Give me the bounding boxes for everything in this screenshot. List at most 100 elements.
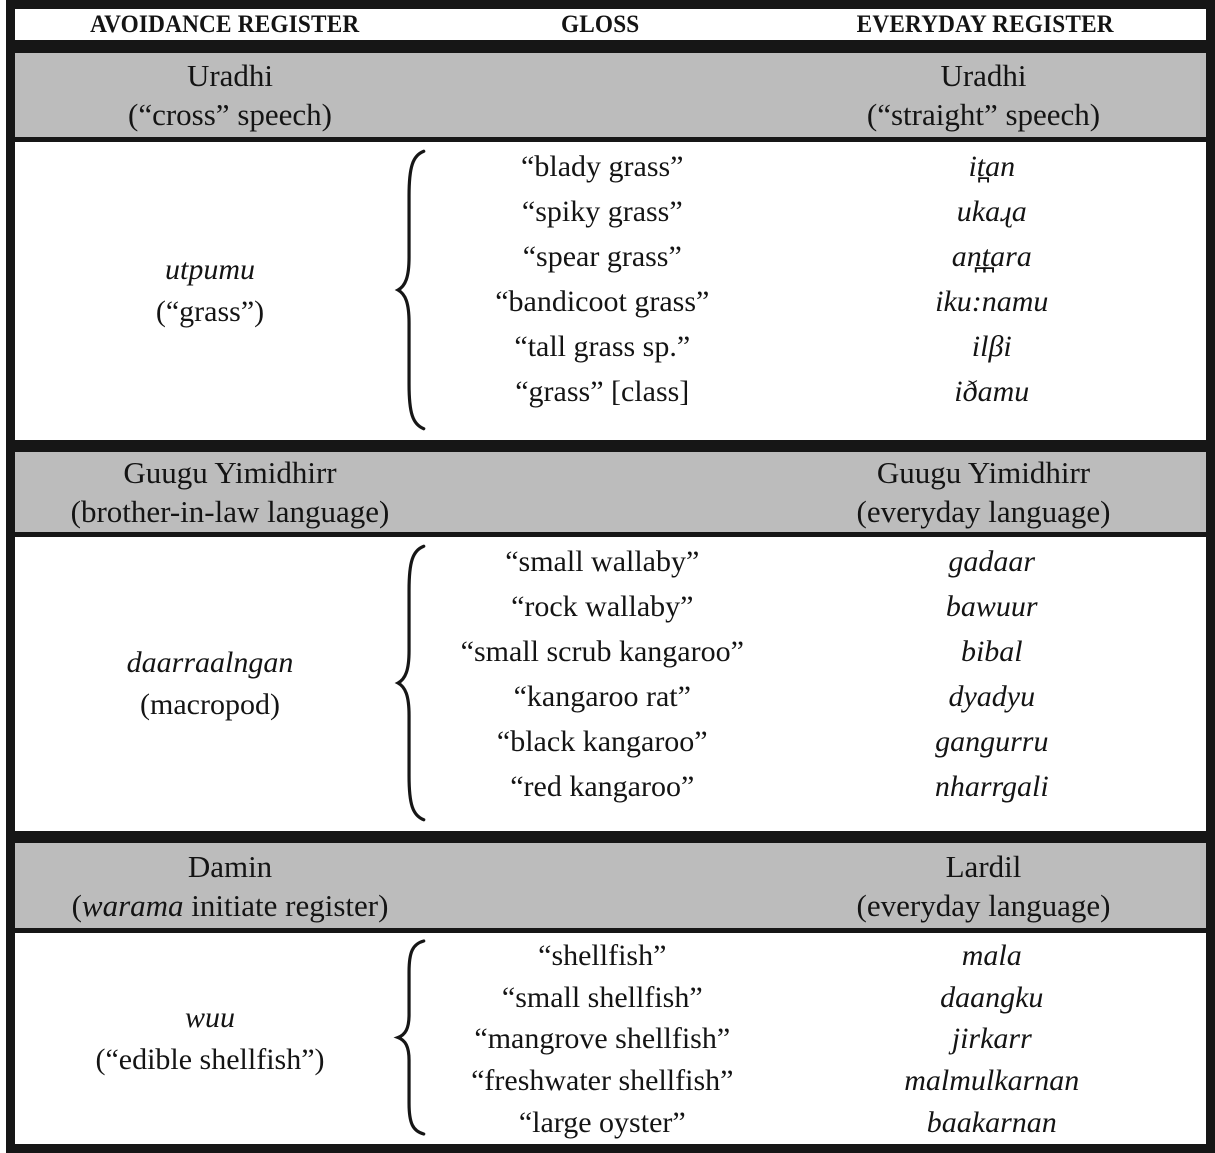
table-row: “small scrub kangaroo”bibal: [427, 629, 1206, 674]
avoidance-term: wuu: [184, 1000, 235, 1034]
gloss-cell: “freshwater shellfish”: [471, 1064, 734, 1098]
avoidance-term-gloss: (“grass”): [155, 295, 265, 328]
col-header-everyday-register: EVERYDAY REGISTER: [765, 11, 1206, 39]
section-body-damin: wuu (“edible shellfish”) “shellfish” mala…: [15, 933, 1206, 1144]
everyday-word-cell: iðamu: [954, 374, 1030, 408]
avoidance-language-subtitle: (brother-in-law language): [15, 492, 445, 531]
table-row: “tall grass sp.” ilβi: [427, 324, 1206, 369]
horizontal-rule: [15, 928, 1206, 933]
gloss-cell: “mangrove shellfish”: [474, 1022, 731, 1056]
avoidance-term-gloss: (“edible shellfish”): [95, 1042, 325, 1076]
section-body-guugu-yimidhirr: daarraalngan (macropod) “small wallaby” g…: [15, 537, 1206, 831]
table-row: “spiky grass” ukaɻa: [427, 189, 1206, 234]
everyday-language-name: Uradhi: [940, 58, 1027, 93]
subtitle-text: (“cross” speech): [128, 97, 332, 132]
col-header-avoidance-register: AVOIDANCE REGISTER: [15, 11, 435, 39]
grouping-brace-icon: [387, 938, 429, 1137]
avoidance-language-name: Uradhi: [186, 58, 274, 93]
col-header-everyday-register-label: EVERYDAY REGISTER: [856, 10, 1115, 38]
avoidance-language-name: Guugu Yimidhirr: [123, 455, 337, 490]
gloss-cell: “small wallaby”: [505, 544, 700, 578]
avoidance-language-subtitle: (“cross” speech): [15, 95, 445, 134]
everyday-word-cell: it̪an: [968, 149, 1016, 183]
gloss-cell: “spiky grass”: [521, 194, 683, 228]
horizontal-rule: [15, 40, 1206, 53]
gloss-cell: “small shellfish”: [501, 980, 703, 1014]
row-group: “blady grass” it̪an “spiky grass” ukaɻa “s…: [427, 142, 1206, 440]
gloss-cell: “kangaroo rat”: [513, 679, 691, 713]
subtitle-italic: warama: [81, 887, 184, 923]
table-row: “grass” [class] iðamu: [427, 369, 1206, 414]
table-row: “blady grass” it̪an: [427, 144, 1206, 189]
grouping-brace-icon: [387, 147, 429, 433]
band-avoidance-language: Uradhi (“cross” speech): [15, 56, 445, 134]
table-row: “spear grass” an̪t̪ara: [427, 234, 1206, 279]
gloss-cell: “blady grass”: [521, 149, 684, 183]
everyday-word-cell: iku:namu: [935, 284, 1049, 318]
everyday-word-cell: baakarnan: [926, 1106, 1057, 1140]
avoidance-term-gloss: (macropod): [140, 688, 280, 721]
table-row: “red kangaroo” nharrgali: [427, 764, 1206, 809]
avoidance-term-block: daarraalngan (macropod): [15, 537, 405, 831]
col-header-gloss-label: GLOSS: [560, 10, 640, 38]
everyday-language-subtitle: (“straight” speech): [866, 97, 1101, 132]
band-everyday-language: Guugu Yimidhirr (everyday language): [761, 453, 1206, 531]
everyday-word-cell: mala: [961, 938, 1022, 972]
everyday-word-cell: gadaar: [948, 544, 1036, 578]
subtitle-text: initiate register): [183, 887, 389, 923]
everyday-language-name: Guugu Yimidhirr: [876, 455, 1091, 490]
table-row: “small wallaby” gadaar: [427, 539, 1206, 584]
gloss-cell: “black kangaroo”: [496, 724, 708, 758]
everyday-word-cell: bawuur: [945, 589, 1038, 623]
avoidance-term: daarraalngan: [126, 646, 294, 679]
everyday-word-cell: gangurru: [935, 724, 1049, 758]
table-row: “shellfish” mala: [427, 935, 1206, 977]
row-group: “small wallaby” gadaar “rock wallaby” bawu…: [427, 537, 1206, 831]
column-header-row: AVOIDANCE REGISTER GLOSS EVERYDAY REGIST…: [15, 9, 1206, 40]
gloss-cell: “tall grass sp.”: [514, 329, 691, 363]
avoidance-language-subtitle: (warama initiate register): [15, 886, 445, 925]
gloss-cell: “rock wallaby”: [511, 589, 694, 623]
table-row: “rock wallaby” bawuur: [427, 584, 1206, 629]
horizontal-rule: [15, 532, 1206, 537]
band-everyday-language: Uradhi (“straight” speech): [761, 56, 1206, 134]
everyday-word-cell: jirkarr: [951, 1022, 1032, 1056]
grouping-brace-icon: [387, 542, 429, 824]
col-header-avoidance-register-label: AVOIDANCE REGISTER: [90, 10, 360, 38]
section-body-uradhi: utpumu (“grass”) “blady grass” it̪an “spi…: [15, 142, 1206, 440]
gloss-cell: “bandicoot grass”: [495, 284, 710, 318]
band-avoidance-language: Guugu Yimidhirr (brother-in-law language…: [15, 453, 445, 531]
table-row: “mangrove shellfish” jirkarr: [427, 1019, 1206, 1061]
everyday-word-cell: dyadyu: [948, 679, 1036, 713]
subtitle-text: (brother-in-law language): [70, 494, 390, 529]
horizontal-rule: [15, 831, 1206, 843]
everyday-language-subtitle: (everyday language): [856, 494, 1111, 529]
everyday-word-cell: ilβi: [971, 329, 1012, 363]
avoidance-term: utpumu: [165, 253, 255, 286]
everyday-language-subtitle: (everyday language): [856, 887, 1111, 923]
gloss-cell: “grass” [class]: [515, 374, 690, 408]
band-everyday-language: Lardil (everyday language): [761, 847, 1206, 925]
everyday-word-cell: bibal: [960, 634, 1023, 668]
gloss-cell: “shellfish”: [538, 938, 667, 972]
everyday-word-cell: an̪t̪ara: [951, 239, 1032, 273]
table-row: “small shellfish” daangku: [427, 977, 1206, 1019]
table-row: “large oyster” baakarnan: [427, 1102, 1206, 1144]
avoidance-language-name: Damin: [187, 848, 273, 884]
everyday-word-cell: nharrgali: [934, 769, 1049, 803]
col-header-gloss: GLOSS: [435, 11, 765, 39]
subtitle-text: (: [71, 887, 82, 923]
avoidance-term-block: wuu (“edible shellfish”): [15, 933, 405, 1144]
table-row: “bandicoot grass” iku:namu: [427, 279, 1206, 324]
gloss-cell: “red kangaroo”: [510, 769, 695, 803]
table-row: “black kangaroo” gangurru: [427, 719, 1206, 764]
row-group: “shellfish” mala “small shellfish” daangku…: [427, 933, 1206, 1144]
horizontal-rule: [15, 137, 1206, 142]
everyday-word-cell: ukaɻa: [956, 194, 1027, 228]
everyday-word-cell: daangku: [940, 980, 1044, 1014]
gloss-cell: “spear grass”: [522, 239, 682, 273]
avoidance-term-block: utpumu (“grass”): [15, 142, 405, 440]
section-band-damin: Damin (warama initiate register) Lardil …: [15, 843, 1206, 928]
everyday-word-cell: malmulkarnan: [904, 1064, 1080, 1098]
gloss-cell: “large oyster”: [518, 1106, 686, 1140]
